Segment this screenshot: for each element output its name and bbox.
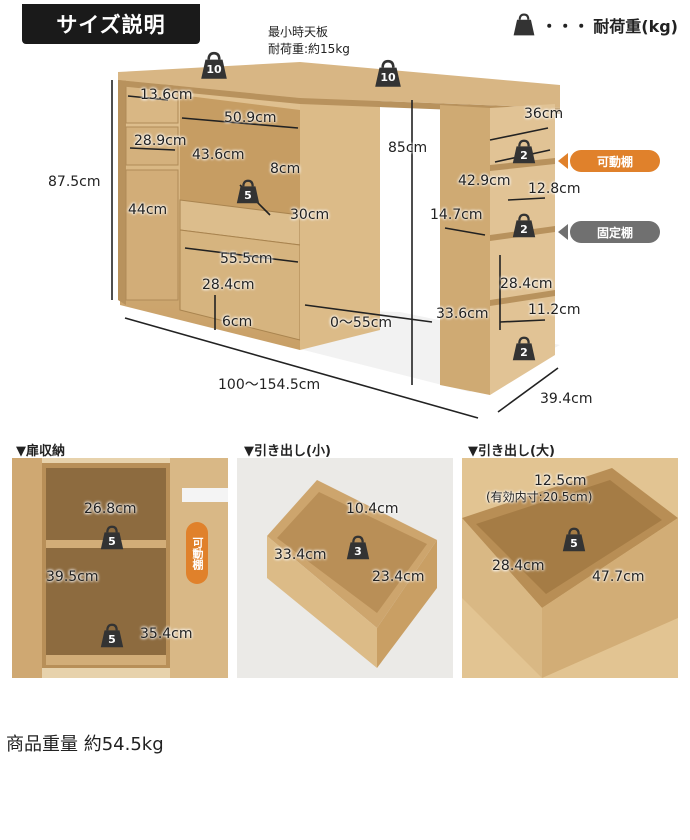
weight-badge-shelf3: 2 <box>510 335 538 363</box>
dim-8: 8cm <box>270 161 301 177</box>
dim-36: 36cm <box>524 106 564 122</box>
dim-28-9: 28.9cm <box>134 133 187 149</box>
small-drawer-dim-10-4: 10.4cm <box>346 501 399 517</box>
top-board-note: 最小時天板 耐荷重:約15kg <box>268 25 350 56</box>
weight-legend: ・・・ 耐荷重(kg) <box>511 12 678 38</box>
large-drawer-effective-inner: (有効内寸:20.5cm) <box>486 490 593 504</box>
furniture-illustration <box>111 62 560 419</box>
weight-badge-top-left: 10 <box>198 50 230 82</box>
product-weight: 商品重量 約54.5kg <box>6 734 164 755</box>
door-dim-39-5: 39.5cm <box>46 569 99 585</box>
dim-39-4: 39.4cm <box>540 391 593 407</box>
dim-11-2: 11.2cm <box>528 302 581 318</box>
dim-50-9: 50.9cm <box>224 110 277 126</box>
fixed-shelf-tag: 固定棚 <box>570 221 660 243</box>
dim-0-55: 0〜55cm <box>330 315 393 331</box>
dim-33-6: 33.6cm <box>436 306 489 322</box>
dim-28-4: 28.4cm <box>202 277 255 293</box>
dim-43-6: 43.6cm <box>192 147 245 163</box>
movable-shelf-arrow <box>558 153 568 169</box>
dim-12-8: 12.8cm <box>528 181 581 197</box>
dim-13-6: 13.6cm <box>140 87 193 103</box>
small-drawer-dim-33-4: 33.4cm <box>274 547 327 563</box>
legend-dots: ・・・ <box>541 17 590 36</box>
panel-label-door: ▼扉収納 <box>16 444 65 459</box>
dim-6: 6cm <box>222 314 253 330</box>
weight-badge-drawer: 5 <box>234 178 262 206</box>
fixed-shelf-arrow <box>558 224 568 240</box>
small-drawer-weight: 3 <box>344 534 372 562</box>
dim-30: 30cm <box>290 207 330 223</box>
small-drawer-illustration <box>237 458 453 678</box>
dim-28-4b: 28.4cm <box>500 276 553 292</box>
large-drawer-weight: 5 <box>560 526 588 554</box>
dim-14-7: 14.7cm <box>430 207 483 223</box>
door-weight-upper: 5 <box>98 524 126 552</box>
large-drawer-dim-12-5: 12.5cm <box>534 473 587 489</box>
large-drawer-photo <box>462 458 678 678</box>
weight-icon <box>511 12 537 38</box>
large-drawer-dim-47-7: 47.7cm <box>592 569 645 585</box>
panel-label-small-drawer: ▼引き出し(小) <box>244 444 331 459</box>
weight-badge-shelf1: 2 <box>510 138 538 166</box>
movable-shelf-tag: 可動棚 <box>570 150 660 172</box>
small-drawer-dim-23-4: 23.4cm <box>372 569 425 585</box>
door-dim-35-4: 35.4cm <box>140 626 193 642</box>
door-weight-lower: 5 <box>98 622 126 650</box>
door-dim-26-8: 26.8cm <box>84 501 137 517</box>
dim-87-5: 87.5cm <box>48 174 101 190</box>
dim-44: 44cm <box>128 202 168 218</box>
dim-100-154: 100〜154.5cm <box>218 377 321 393</box>
dim-42-9: 42.9cm <box>458 173 511 189</box>
weight-badge-shelf2: 2 <box>510 212 538 240</box>
small-drawer-photo <box>237 458 453 678</box>
panel-label-large-drawer: ▼引き出し(大) <box>468 444 555 459</box>
door-movable-shelf-tag: 可動棚 <box>186 522 208 584</box>
page-title: サイズ説明 <box>22 4 200 44</box>
large-drawer-dim-28-4: 28.4cm <box>492 558 545 574</box>
dim-55-5: 55.5cm <box>220 251 273 267</box>
weight-badge-top-right: 10 <box>372 58 404 90</box>
legend-label: 耐荷重(kg) <box>593 17 678 36</box>
dim-85: 85cm <box>388 140 428 156</box>
